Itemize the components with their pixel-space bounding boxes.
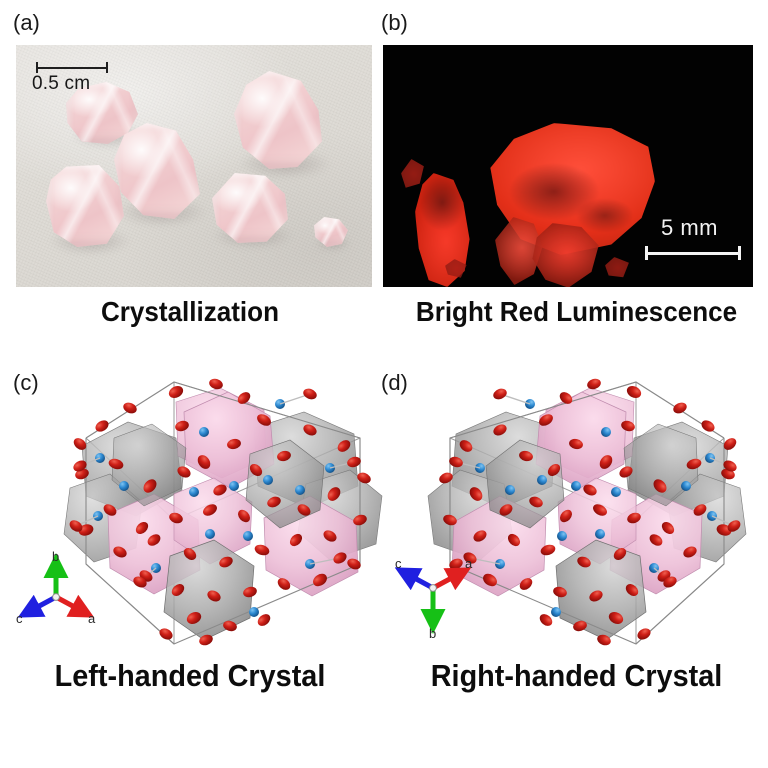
scale-bar-label-panel-b: 5 mm — [661, 215, 718, 240]
polyhedra-gray-front — [111, 423, 325, 641]
luminescent-crystal — [532, 223, 599, 287]
axis-indicator-panel-d: b a c — [395, 540, 505, 645]
luminescent-crystal — [415, 173, 470, 287]
caption-bright-red-luminescence: Bright Red Luminescence — [415, 296, 738, 327]
scale-bar-label-panel-a: 0.5 cm — [32, 73, 91, 94]
oxygen-ellipsoids — [439, 378, 741, 646]
scale-bar-line — [36, 67, 108, 69]
axis-label-c: c — [395, 556, 402, 571]
panel-label-b: (b) — [381, 10, 408, 35]
axis-arrow-c — [17, 594, 58, 618]
axis-arrow-a — [54, 594, 95, 618]
luminescent-fragment — [605, 257, 629, 278]
panel-label-a: (a) — [13, 10, 40, 35]
axis-origin — [429, 584, 437, 592]
axis-label-a: a — [465, 556, 473, 571]
luminescent-fragment — [401, 159, 424, 188]
panel-b-photograph: 5 mm — [383, 45, 753, 287]
axis-origin — [52, 593, 60, 601]
axis-arrow-c — [395, 567, 435, 591]
caption-crystallization: Crystallization — [100, 296, 279, 327]
scale-bar-panel-b — [645, 246, 741, 260]
nitrogen-atoms — [93, 399, 335, 617]
axis-label-c: c — [16, 611, 23, 626]
scale-bar-end-right — [738, 246, 741, 260]
caption-right-handed-crystal: Right-handed Crystal — [430, 658, 723, 693]
panel-label-c: (c) — [13, 370, 39, 395]
axis-indicator-panel-c: b a c — [10, 535, 120, 640]
axis-label-b: b — [52, 549, 59, 564]
pink-crystal — [46, 165, 124, 247]
scale-bar-end-right — [106, 62, 108, 73]
caption-left-handed-crystal: Left-handed Crystal — [54, 658, 326, 693]
scale-bar-end-left — [645, 246, 648, 260]
panel-a-photograph: 0.5 cm — [16, 45, 372, 287]
scale-bar-panel-a — [36, 62, 108, 73]
scale-bar-line — [645, 252, 741, 255]
axis-label-b: b — [429, 626, 436, 641]
panel-label-d: (d) — [381, 370, 408, 395]
axis-label-a: a — [88, 611, 96, 626]
crystal-structure-left-handed — [58, 368, 388, 658]
crystal-structure-right-handed — [422, 368, 752, 658]
scale-bar-end-left — [36, 62, 38, 73]
oxygen-ellipsoids — [69, 378, 371, 646]
luminescent-fragment — [445, 259, 467, 278]
axis-arrow-a — [431, 567, 472, 591]
